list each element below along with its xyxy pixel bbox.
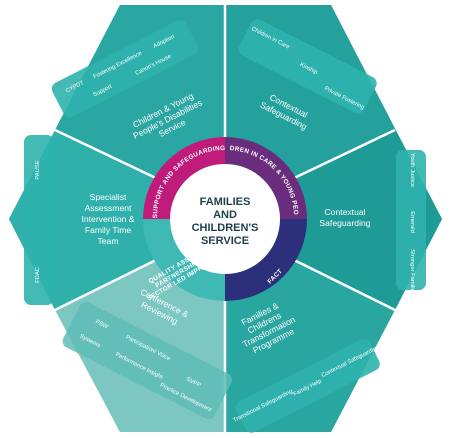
pill-fdac: FDAC — [35, 267, 41, 283]
right-pill-panel — [396, 150, 426, 290]
left-heading-2: Assessment — [85, 203, 132, 213]
ring-support-safeguarding — [143, 137, 225, 219]
bottom-left-segment-content: Conference & Reviewing PSW Participation… — [62, 287, 232, 419]
left-segment-content: PAUSE FDAC Specialist Assessment Interve… — [24, 135, 135, 305]
right-heading-2: Safeguarding — [319, 218, 370, 228]
pill-pause: PAUSE — [35, 160, 41, 179]
hub-line-4: SERVICE — [201, 235, 249, 247]
pill-psw: PSW — [94, 319, 109, 331]
ring-children-in-care — [225, 137, 307, 219]
left-heading-1: Specialist — [90, 192, 127, 202]
right-heading-1: Contextual — [324, 207, 365, 217]
right-segment-content: Youth Justice Emerald Stronger Families … — [319, 150, 426, 295]
top-left-pill-panel — [51, 20, 198, 118]
pill-youth-justice: Youth Justice — [409, 153, 415, 187]
segment-dividers — [54, 5, 396, 432]
ring-fact — [225, 219, 307, 301]
top-right-pill-panel — [238, 19, 377, 114]
ring-quality — [143, 219, 225, 301]
left-heading-3: Intervention & — [81, 214, 134, 224]
bottom-right-pill-panel — [235, 339, 380, 433]
left-pill-panel — [24, 135, 54, 305]
hub-line-3: CHILDREN'S — [192, 222, 259, 234]
bottom-left-pill-panel — [62, 302, 232, 419]
pill-emerald: Emerald — [409, 211, 415, 233]
hub-line-2: AND — [213, 209, 237, 221]
hub-circle — [170, 164, 280, 274]
left-heading-4: Family Time — [85, 225, 132, 235]
bottom-right-segment-content: Families & Childrens Transformation Prog… — [232, 300, 380, 433]
pill-stronger-families: Stronger Families — [409, 249, 415, 295]
hub-line-1: FAMILIES — [200, 196, 251, 208]
left-heading-5: Team — [97, 236, 118, 246]
